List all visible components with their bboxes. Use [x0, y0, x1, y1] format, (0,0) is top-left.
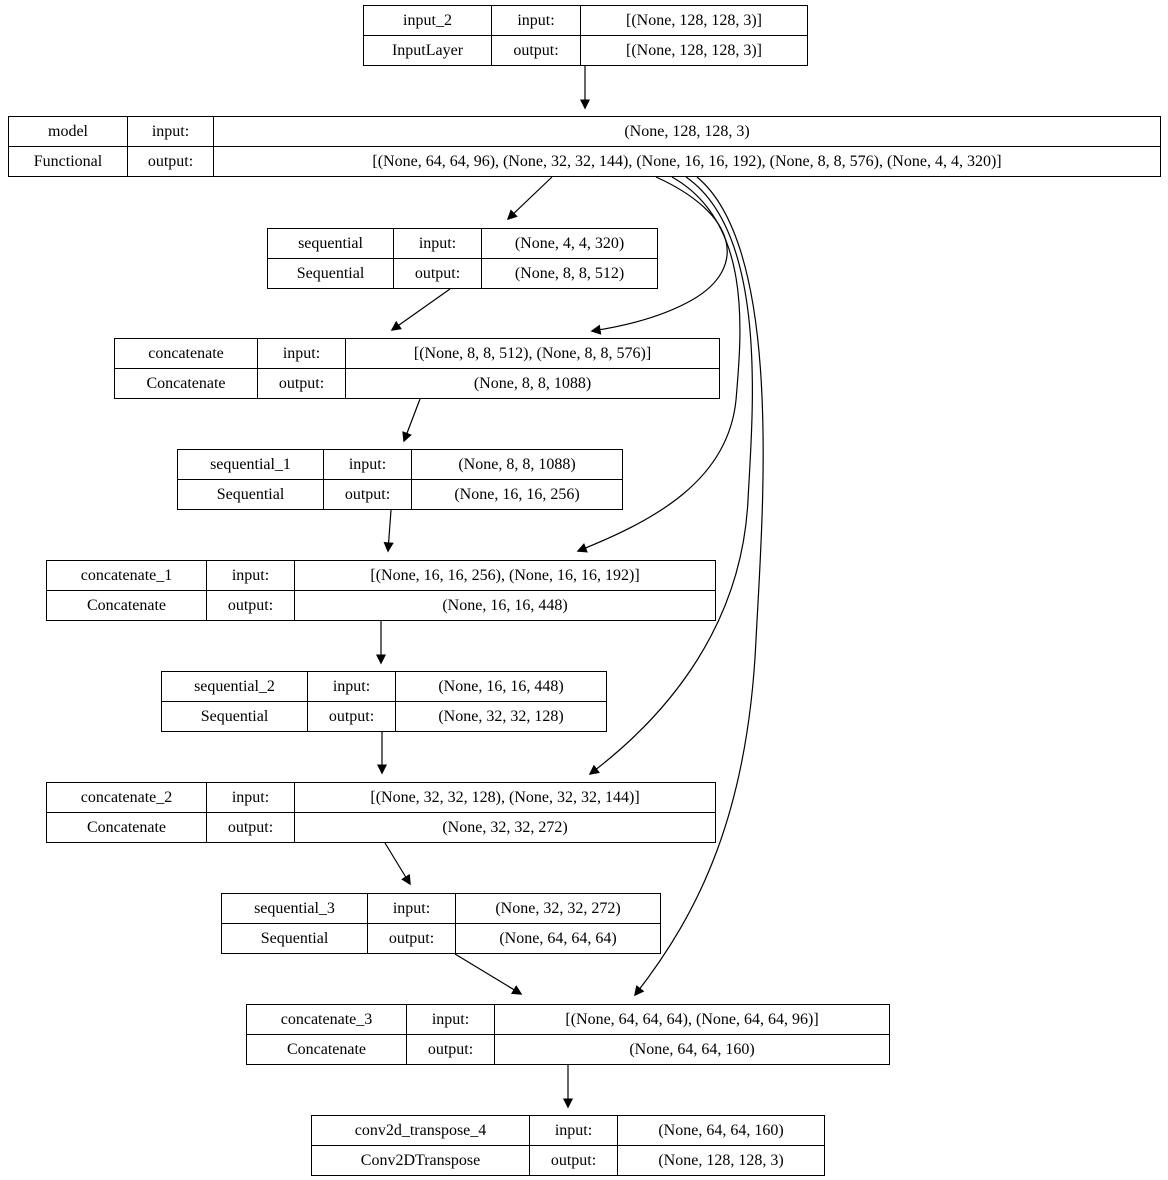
layer-type: Concatenate [46, 812, 207, 843]
node-concatenate_1: concatenate_1 input: [(None, 16, 16, 256… [46, 560, 716, 621]
input-shape: (None, 32, 32, 272) [455, 893, 661, 924]
layer-type: Concatenate [246, 1034, 407, 1065]
output-shape: (None, 8, 8, 1088) [345, 368, 720, 399]
output-label: output: [127, 146, 214, 177]
input-label: input: [206, 560, 295, 591]
node-model: model input: (None, 128, 128, 3) Functio… [8, 116, 1161, 177]
layer-type: Functional [8, 146, 128, 177]
output-label: output: [393, 258, 482, 289]
input-shape: (None, 16, 16, 448) [395, 671, 607, 702]
edge-sequential_3-to-concatenate_3 [454, 953, 523, 995]
output-label: output: [529, 1145, 618, 1176]
edge-concatenate_2-to-sequential_3 [384, 842, 411, 886]
layer-name: model [8, 116, 128, 147]
layer-name: conv2d_transpose_4 [311, 1115, 530, 1146]
output-label: output: [257, 368, 346, 399]
input-label: input: [127, 116, 214, 147]
output-shape: (None, 16, 16, 256) [411, 479, 623, 510]
output-shape: (None, 64, 64, 160) [494, 1034, 890, 1065]
layer-type: Sequential [177, 479, 324, 510]
layer-name: concatenate [114, 338, 258, 369]
input-label: input: [206, 782, 295, 813]
node-sequential: sequential input: (None, 4, 4, 320) Sequ… [267, 228, 658, 289]
layer-type: Concatenate [114, 368, 258, 399]
output-shape: (None, 64, 64, 64) [455, 923, 661, 954]
input-shape: [(None, 64, 64, 64), (None, 64, 64, 96)] [494, 1004, 890, 1035]
node-concatenate_3: concatenate_3 input: [(None, 64, 64, 64)… [246, 1004, 890, 1065]
node-concatenate_2: concatenate_2 input: [(None, 32, 32, 128… [46, 782, 716, 843]
output-label: output: [406, 1034, 495, 1065]
node-input_2: input_2 input: [(None, 128, 128, 3)] Inp… [363, 5, 808, 66]
output-label: output: [491, 35, 581, 66]
input-label: input: [529, 1115, 618, 1146]
edge-sequential-to-concatenate [390, 288, 451, 331]
layer-type: Sequential [221, 923, 368, 954]
layer-name: sequential_2 [161, 671, 308, 702]
layer-name: sequential_3 [221, 893, 368, 924]
edge-concatenate-to-sequential_1 [402, 398, 421, 443]
output-shape: (None, 32, 32, 272) [294, 812, 716, 843]
output-shape: (None, 32, 32, 128) [395, 701, 607, 732]
input-label: input: [257, 338, 346, 369]
output-shape: (None, 16, 16, 448) [294, 590, 716, 621]
output-shape: (None, 8, 8, 512) [481, 258, 658, 289]
input-shape: [(None, 32, 32, 128), (None, 32, 32, 144… [294, 782, 716, 813]
output-label: output: [206, 812, 295, 843]
layer-name: input_2 [363, 5, 492, 36]
node-conv2d_transpose_4: conv2d_transpose_4 input: (None, 64, 64,… [311, 1115, 825, 1176]
layer-name: concatenate_3 [246, 1004, 407, 1035]
input-shape: [(None, 128, 128, 3)] [580, 5, 808, 36]
input-label: input: [406, 1004, 495, 1035]
layer-name: sequential_1 [177, 449, 324, 480]
node-sequential_2: sequential_2 input: (None, 16, 16, 448) … [161, 671, 607, 732]
node-sequential_3: sequential_3 input: (None, 32, 32, 272) … [221, 893, 661, 954]
output-shape: [(None, 128, 128, 3)] [580, 35, 808, 66]
input-label: input: [491, 5, 581, 36]
input-shape: [(None, 16, 16, 256), (None, 16, 16, 192… [294, 560, 716, 591]
layer-name: sequential [267, 228, 394, 259]
output-shape: [(None, 64, 64, 96), (None, 32, 32, 144)… [213, 146, 1161, 177]
output-label: output: [307, 701, 396, 732]
layer-name: concatenate_1 [46, 560, 207, 591]
input-label: input: [323, 449, 412, 480]
input-shape: (None, 128, 128, 3) [213, 116, 1161, 147]
output-label: output: [323, 479, 412, 510]
layer-type: Concatenate [46, 590, 207, 621]
input-shape: (None, 4, 4, 320) [481, 228, 658, 259]
layer-type: Sequential [161, 701, 308, 732]
input-label: input: [393, 228, 482, 259]
layer-name: concatenate_2 [46, 782, 207, 813]
input-shape: (None, 64, 64, 160) [617, 1115, 825, 1146]
input-label: input: [367, 893, 456, 924]
node-concatenate: concatenate input: [(None, 8, 8, 512), (… [114, 338, 720, 399]
edge-model-to-sequential [506, 176, 553, 221]
layer-type: Sequential [267, 258, 394, 289]
layer-type: InputLayer [363, 35, 492, 66]
layer-type: Conv2DTranspose [311, 1145, 530, 1176]
input-label: input: [307, 671, 396, 702]
output-label: output: [367, 923, 456, 954]
input-shape: (None, 8, 8, 1088) [411, 449, 623, 480]
output-label: output: [206, 590, 295, 621]
input-shape: [(None, 8, 8, 512), (None, 8, 8, 576)] [345, 338, 720, 369]
output-shape: (None, 128, 128, 3) [617, 1145, 825, 1176]
node-sequential_1: sequential_1 input: (None, 8, 8, 1088) S… [177, 449, 623, 510]
edge-sequential_1-to-concatenate_1 [383, 509, 394, 553]
